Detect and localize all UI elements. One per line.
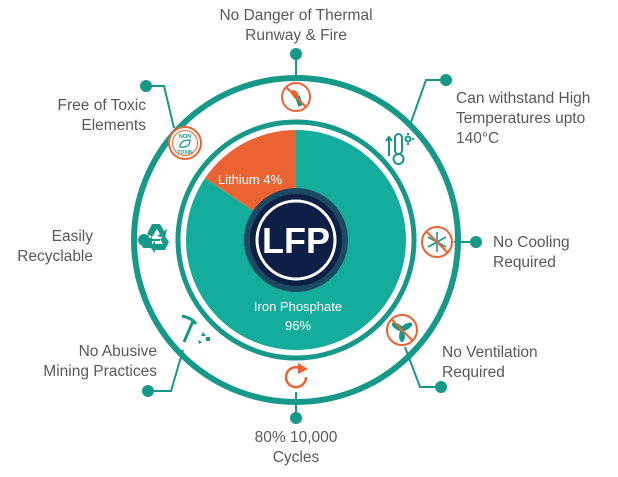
feature-cooling-line-2: Required [493,254,556,271]
feature-cycles-line-1: 80% 10,000 [254,429,338,446]
connector-ventilation [404,346,441,388]
connector-dot-toxic [140,80,152,92]
feature-cooling-line-1: No Cooling [493,234,570,251]
non-toxic-badge-top: NON [179,134,191,140]
pickaxe-icon [181,314,210,344]
feature-recyclable: Easily Recyclable [17,227,93,267]
connector-toxic [146,85,175,129]
center-core [250,194,342,286]
no-snowflake-icon [421,226,453,258]
thermometer-icon [385,133,414,165]
connector-dot-temperature [440,74,452,86]
connector-dot-mining [142,385,154,397]
connector-temperature [409,79,446,126]
connector-dot-cooling [470,236,482,248]
feature-ventilation-line-2: Required [442,364,505,381]
feature-mining-line-1: No Abusive [78,343,157,360]
non-toxic-badge-bottom: TOXIN [177,150,193,156]
feature-toxic-line-1: Free of Toxic [57,97,146,114]
iron-phosphate-percent: 96% [285,318,311,333]
connector-dot-thermal [290,48,302,60]
feature-toxic: Free of Toxic Elements [58,96,146,136]
feature-recyclable-line-2: Recyclable [17,248,93,265]
no-fan-icon [386,314,418,346]
feature-temperature-line-3: 140°C [456,130,500,147]
non-toxic-icon: NON TOXIN [168,126,202,160]
feature-thermal-line-2: Runway & Fire [245,27,347,44]
iron-phosphate-label: Iron Phosphate [254,299,342,314]
connector-dot-cycles [290,412,302,424]
connector-dot-ventilation [435,381,447,393]
recycle-icon [141,224,169,253]
lithium-label: Lithium 4% [218,172,283,187]
feature-mining: No Abusive Mining Practices [43,342,157,382]
feature-ventilation-line-1: No Ventilation [442,344,538,361]
feature-toxic-line-2: Elements [81,117,146,134]
connector-mining [148,349,184,392]
feature-thermal-line-1: No Danger of Thermal [219,7,373,24]
feature-temperature-line-2: Temperatures upto [456,110,586,127]
feature-mining-line-2: Mining Practices [43,363,157,380]
feature-recyclable-line-1: Easily [51,228,93,245]
feature-cycles-line-2: Cycles [272,449,320,466]
cycle-arrow-icon [284,363,308,389]
center-core-ring [255,199,337,281]
center-label: LFP [262,220,330,261]
no-fire-icon [281,82,311,112]
feature-cycles: 80% 10,000 Cycles [196,428,396,468]
inner-ring [175,119,417,361]
feature-cooling: No Cooling Required [493,233,570,273]
feature-temperature-line-1: Can withstand High [456,90,591,107]
feature-ventilation: No Ventilation Required [442,343,538,383]
feature-thermal: No Danger of Thermal Runway & Fire [196,6,396,46]
feature-temperature: Can withstand High Temperatures upto 140… [456,89,590,149]
